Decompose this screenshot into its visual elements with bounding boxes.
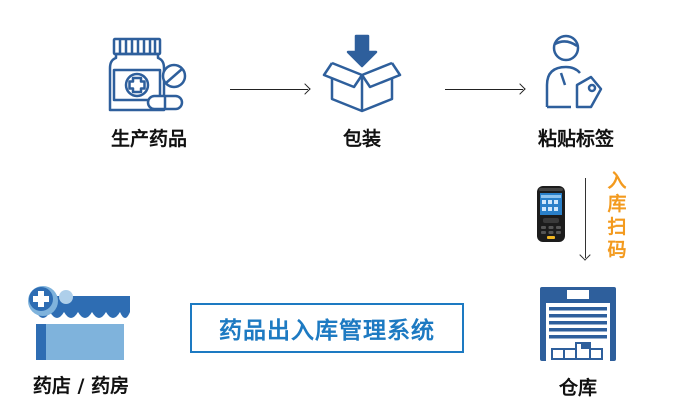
step-pack-label: 包装 [342,128,381,150]
arrow-produce-to-pack [230,89,308,90]
scan-in-text: 入库扫码 [607,170,627,261]
step-pharmacy-label: 药店 / 药房 [32,375,130,397]
step-warehouse-label: 仓库 [558,377,597,399]
step-label-label: 粘贴标签 [537,128,614,150]
medicine-bottle-icon [108,37,187,112]
person-tag-icon [545,34,603,109]
handheld-scanner-icon [537,186,565,242]
system-title-box: 药品出入库管理系统 [190,303,464,353]
warehouse-icon [540,287,616,361]
step-produce-label: 生产药品 [110,128,187,150]
package-box-icon [322,34,402,113]
arrow-label-to-warehouse [585,178,586,258]
pharmacy-store-icon [28,286,130,360]
arrow-pack-to-label [445,89,523,90]
